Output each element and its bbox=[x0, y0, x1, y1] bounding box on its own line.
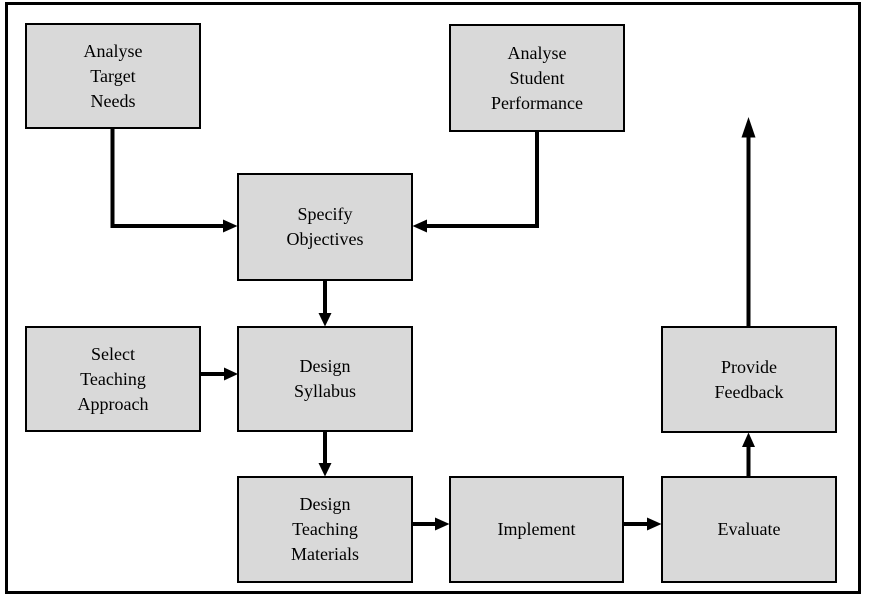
node-label-provide-feedback: Provide Feedback bbox=[714, 356, 784, 402]
node-select-teaching-approach: Select Teaching Approach bbox=[25, 326, 201, 432]
node-design-teaching-materials: Design Teaching Materials bbox=[237, 476, 413, 583]
node-evaluate: Evaluate bbox=[661, 476, 837, 583]
node-implement: Implement bbox=[449, 476, 624, 583]
node-analyse-target-needs: Analyse Target Needs bbox=[25, 23, 201, 129]
node-label-analyse-student-performance: Analyse Student Performance bbox=[491, 42, 583, 113]
node-label-implement: Implement bbox=[497, 519, 576, 539]
node-provide-feedback: Provide Feedback bbox=[661, 326, 837, 433]
node-label-select-teaching-approach: Select Teaching Approach bbox=[77, 343, 149, 414]
node-design-syllabus: Design Syllabus bbox=[237, 326, 413, 432]
diagram-border-frame bbox=[5, 2, 861, 594]
node-label-specify-objectives: Specify Objectives bbox=[286, 204, 364, 249]
node-specify-objectives: Specify Objectives bbox=[237, 173, 413, 281]
node-label-evaluate: Evaluate bbox=[717, 519, 781, 539]
node-label-design-teaching-materials: Design Teaching Materials bbox=[291, 494, 359, 564]
node-analyse-student-performance: Analyse Student Performance bbox=[449, 24, 625, 132]
node-label-design-syllabus: Design Syllabus bbox=[293, 356, 356, 401]
node-label-analyse-target-needs: Analyse Target Needs bbox=[83, 40, 143, 111]
